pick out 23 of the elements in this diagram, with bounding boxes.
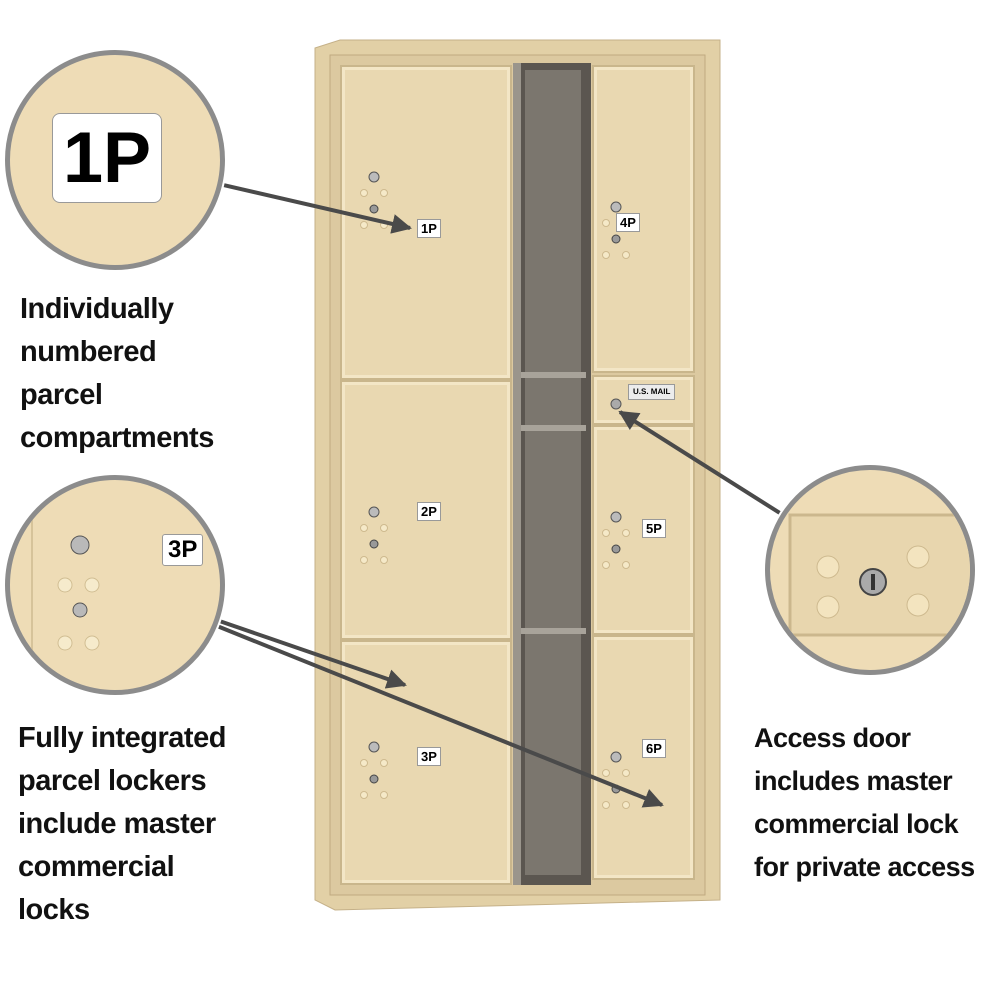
number-plate: 6P [642,739,666,758]
number-plate: 1P [52,113,162,203]
access-door [592,375,695,425]
locker-door [592,65,695,373]
callout-caption: Access door includes master commercial lock for private access [754,722,976,884]
locker-door [592,635,695,880]
number-plate: 4P [616,213,640,232]
callout-arrow [618,410,781,515]
callout-arrow [224,183,412,234]
number-plate: 3P [417,747,441,766]
number-plate: 3P [162,534,204,566]
callout-caption: Individually numbered parcel compartments [20,292,215,456]
locker-door [340,65,512,380]
callout-arrow [218,624,664,808]
locker-door [340,380,512,640]
number-plate: 5P [642,519,666,538]
callout-arrow [220,620,407,689]
mail-plate: U.S. MAIL [628,384,676,400]
number-plate: 1P [417,219,441,238]
callout-caption: Fully integrated parcel lockers include master commercial locks [18,721,227,928]
number-plate: 2P [417,502,441,521]
locker-door [340,640,512,885]
locker-door [592,425,695,635]
